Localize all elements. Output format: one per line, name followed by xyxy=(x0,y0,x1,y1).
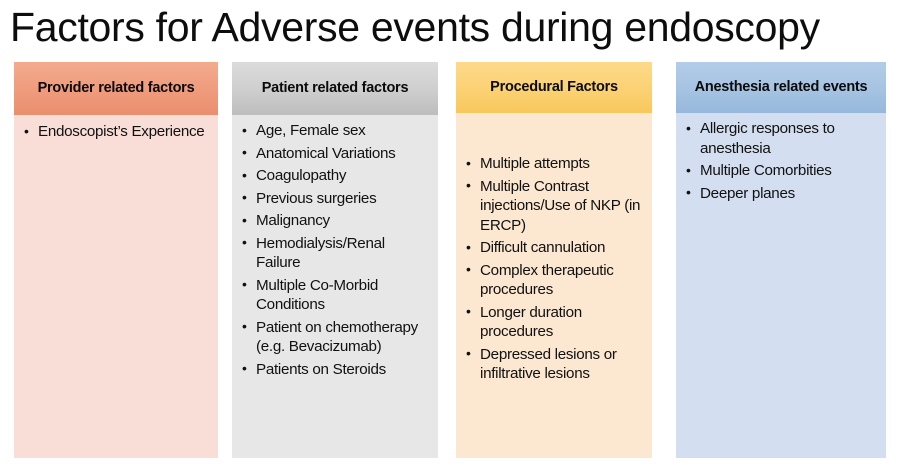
column-header-procedural: Procedural Factors xyxy=(456,62,652,113)
page-title: Factors for Adverse events during endosc… xyxy=(10,4,820,50)
list-item: Patients on Steroids xyxy=(240,359,430,380)
list-item: Patient on chemotherapy (e.g. Bevacizuma… xyxy=(240,317,430,357)
column-body-provider: Endoscopist’s Experience xyxy=(14,115,218,458)
column-anesthesia-related-events: Anesthesia related events Allergic respo… xyxy=(676,62,886,458)
list-item: Malignancy xyxy=(240,211,430,231)
list-item: Complex therapeutic procedures xyxy=(464,260,644,300)
list-item: Multiple Co-Morbid Conditions xyxy=(240,275,430,315)
list-item: Endoscopist’s Experience xyxy=(22,122,210,142)
factor-list-anesthesia: Allergic responses to anesthesia Multipl… xyxy=(684,119,878,203)
factor-list-provider: Endoscopist’s Experience xyxy=(22,122,210,142)
list-item: Difficult cannulation xyxy=(464,238,644,258)
list-item: Previous surgeries xyxy=(240,188,430,209)
column-header-anesthesia: Anesthesia related events xyxy=(676,62,886,113)
list-item: Hemodialysis/Renal Failure xyxy=(240,233,430,273)
list-item: Anatomical Variations xyxy=(240,143,430,164)
column-body-patient: Age, Female sex Anatomical Variations Co… xyxy=(232,115,438,458)
column-body-anesthesia: Allergic responses to anesthesia Multipl… xyxy=(676,113,886,458)
factor-columns: Provider related factors Endoscopist’s E… xyxy=(0,62,900,462)
column-body-procedural: Multiple attempts Multiple Contrast inje… xyxy=(456,113,652,458)
factor-list-procedural: Multiple attempts Multiple Contrast inje… xyxy=(464,154,644,384)
list-item: Multiple Comorbities xyxy=(684,161,878,181)
column-procedural-factors: Procedural Factors Multiple attempts Mul… xyxy=(456,62,652,458)
list-item: Age, Female sex xyxy=(240,121,430,141)
list-item: Allergic responses to anesthesia xyxy=(684,119,878,158)
list-item: Longer duration procedures xyxy=(464,302,644,342)
factor-list-patient: Age, Female sex Anatomical Variations Co… xyxy=(240,121,430,379)
list-item: Depressed lesions or infiltrative lesion… xyxy=(464,344,644,384)
list-item: Multiple attempts xyxy=(464,154,644,174)
column-patient-related-factors: Patient related factors Age, Female sex … xyxy=(232,62,438,458)
column-header-provider: Provider related factors xyxy=(14,62,218,115)
list-item: Multiple Contrast injections/Use of NKP … xyxy=(464,176,644,236)
list-item: Coagulopathy xyxy=(240,166,430,186)
column-provider-related-factors: Provider related factors Endoscopist’s E… xyxy=(14,62,218,458)
column-header-patient: Patient related factors xyxy=(232,62,438,115)
list-item: Deeper planes xyxy=(684,183,878,204)
